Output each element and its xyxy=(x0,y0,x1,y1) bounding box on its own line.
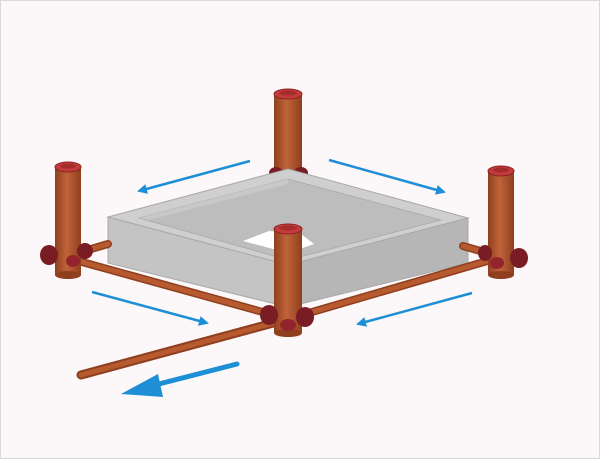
arrow-back-right-edge xyxy=(328,158,446,195)
arrow-front-right-edge xyxy=(356,291,473,327)
arrow-front-left-edge xyxy=(91,290,209,326)
foundation-block xyxy=(106,168,470,308)
fitting-right-b xyxy=(478,245,492,261)
fitting-front-a xyxy=(260,305,278,325)
post-right xyxy=(478,165,528,279)
arrow-back-left-edge xyxy=(137,159,251,194)
fitting-right-a xyxy=(510,248,528,268)
fitting-front-b xyxy=(296,307,314,327)
outlet-pipe xyxy=(76,314,293,380)
fitting-left-a xyxy=(40,245,58,265)
flow-arrows xyxy=(91,158,473,327)
post-front xyxy=(260,223,314,337)
arrow-outlet xyxy=(121,361,240,397)
post-left xyxy=(40,161,93,279)
fitting-left-b xyxy=(77,243,93,259)
